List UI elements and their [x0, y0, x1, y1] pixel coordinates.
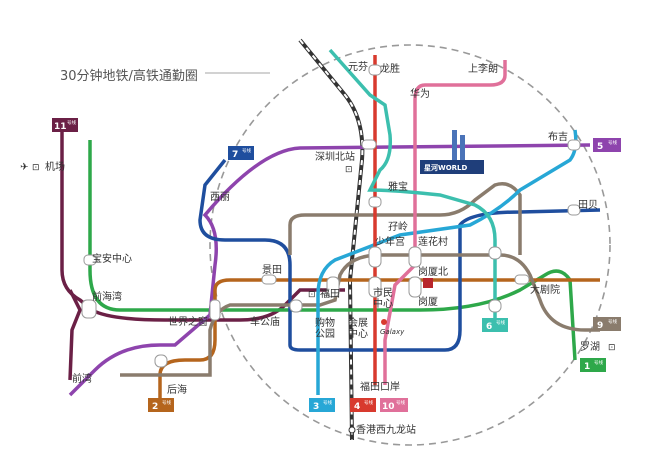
station-window: 世界之窗	[168, 315, 208, 328]
star-river-world-label: 星河WORLD	[424, 163, 468, 172]
svg-text:号线: 号线	[67, 119, 76, 126]
svg-text:号线: 号线	[594, 359, 603, 366]
station-labels: 机场 ✈ ⊡ 元芬 龙胜 上李朗 华为 布吉 深圳北站 ⊡ 西丽 雅宝 田贝 孖…	[20, 61, 616, 436]
line-badge-10[interactable]: 10 号线	[380, 398, 408, 412]
line-badge-4[interactable]: 4 号线	[350, 398, 376, 412]
svg-text:5: 5	[597, 142, 603, 152]
galaxy-logo: Galaxy	[380, 319, 405, 336]
line-badge-2[interactable]: 2 号线	[148, 398, 174, 412]
line-1-route	[88, 140, 577, 361]
line-5-route	[68, 143, 591, 397]
rail-icon-sz-north: ⊡	[345, 165, 353, 175]
svg-text:中心: 中心	[348, 327, 368, 340]
gangxia-marker	[423, 278, 433, 288]
svg-text:11: 11	[54, 122, 67, 132]
station-lianhuacun: 莲花村	[418, 235, 448, 248]
rail-icon-futian: ⊡	[308, 290, 316, 300]
station-chegongmiao: 车公庙	[250, 315, 280, 328]
svg-text:6: 6	[486, 322, 492, 332]
line-badge-6[interactable]: 6 号线	[482, 318, 508, 332]
line-badge-1[interactable]: 1 号线	[580, 358, 606, 372]
station-yabao: 雅宝	[388, 180, 408, 193]
station-buji: 布吉	[548, 131, 568, 143]
station-sz-north: 深圳北站	[315, 150, 355, 163]
station-yuanfen: 元芬	[348, 61, 368, 73]
svg-text:7: 7	[232, 150, 238, 160]
svg-text:10: 10	[382, 402, 395, 412]
line-9-north-loop	[288, 182, 522, 255]
line-11-route	[60, 130, 345, 322]
station-houhai: 后海	[167, 383, 187, 396]
svg-text:号线: 号线	[323, 399, 332, 406]
svg-text:号线: 号线	[496, 319, 505, 326]
station-convention: 会展	[348, 316, 368, 329]
station-longsheng: 龙胜	[380, 62, 400, 75]
svg-text:9: 9	[597, 321, 603, 331]
interchange-markers	[81, 64, 581, 368]
station-shopping: 购物	[315, 316, 335, 329]
svg-text:4: 4	[354, 402, 360, 412]
line-6-route	[328, 48, 497, 330]
svg-text:号线: 号线	[396, 399, 405, 406]
station-shaonian: 少年宫	[375, 235, 405, 248]
line-10-route	[383, 60, 507, 385]
station-futian-port: 福田口岸	[360, 380, 400, 393]
svg-text:1: 1	[584, 362, 590, 372]
station-futian: 福田	[320, 287, 340, 300]
station-grand-theatre: 大剧院	[530, 283, 560, 296]
line-badge-3[interactable]: 3 号线	[309, 398, 335, 412]
station-jingtian: 景田	[262, 264, 282, 276]
svg-text:Galaxy: Galaxy	[380, 328, 405, 336]
rail-icon-airport: ⊡	[32, 163, 40, 173]
station-qianhaiwan: 前海湾	[92, 290, 122, 303]
line-badge-11[interactable]: 11 号线	[52, 118, 78, 132]
line-badge-5[interactable]: 5 号线	[593, 138, 621, 152]
station-qianwan: 前湾	[72, 372, 92, 385]
station-shangli: 上李朗	[468, 62, 498, 75]
line-11-branch	[68, 289, 82, 381]
svg-text:3: 3	[313, 402, 319, 412]
hk-west-terminal	[348, 426, 356, 434]
svg-text:号线: 号线	[162, 399, 171, 406]
commute-circle	[209, 44, 611, 446]
station-huawei: 华为	[410, 87, 430, 100]
station-mayling: 孖岭	[388, 220, 408, 233]
station-xili: 西丽	[210, 192, 230, 203]
rail-icon-luohu: ⊡	[608, 343, 616, 353]
station-gangxiabei: 岗厦北	[418, 266, 448, 278]
svg-text:号线: 号线	[242, 147, 251, 154]
svg-text:号线: 号线	[608, 318, 617, 325]
station-civic: 市民	[373, 286, 393, 299]
line-badge-7[interactable]: 7 号线	[228, 146, 254, 160]
svg-text:2: 2	[152, 402, 158, 412]
line-9-route	[120, 253, 600, 377]
station-tianbei: 田贝	[578, 199, 598, 211]
station-gangxia: 岗厦	[418, 296, 438, 308]
line-badge-9[interactable]: 9 号线	[593, 317, 621, 331]
svg-text:号线: 号线	[608, 139, 617, 146]
station-baoan: 宝安中心	[92, 252, 132, 265]
high-speed-rail	[298, 38, 365, 441]
airport-icon: ✈	[20, 162, 28, 173]
station-airport: 机场	[45, 160, 65, 173]
line-7-route	[198, 158, 601, 352]
map-title: 30分钟地铁/高铁通勤圈	[60, 68, 198, 84]
station-luohu: 罗湖	[580, 341, 600, 353]
star-river-world-landmark[interactable]: 星河WORLD	[420, 130, 484, 174]
svg-text:中心: 中心	[373, 297, 393, 310]
svg-text:号线: 号线	[364, 399, 373, 406]
station-hk-west: 香港西九龙站	[356, 423, 416, 436]
svg-text:公园: 公园	[315, 328, 335, 340]
